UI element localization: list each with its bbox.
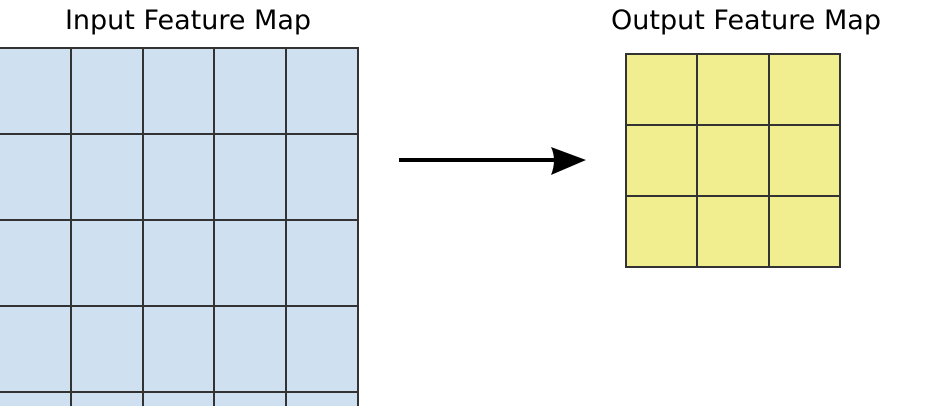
- input-cell: [287, 307, 357, 391]
- input-cell: [215, 307, 286, 391]
- input-cell: [0, 221, 70, 305]
- input-cell: [0, 135, 70, 219]
- input-cell: [0, 49, 70, 133]
- input-feature-map-title: Input Feature Map: [64, 5, 312, 36]
- output-cell: [769, 126, 839, 195]
- input-cell: [287, 393, 357, 406]
- input-cell: [215, 135, 286, 219]
- output-cell: [627, 55, 697, 124]
- output-cell: [698, 197, 768, 266]
- output-cell: [627, 197, 697, 266]
- input-cell: [287, 221, 357, 305]
- output-cell: [769, 197, 839, 266]
- output-cell: [769, 55, 839, 124]
- input-cell: [143, 393, 214, 406]
- output-feature-map-grid: [625, 53, 841, 268]
- output-cell: [698, 126, 768, 195]
- output-feature-map-title: Output Feature Map: [611, 5, 881, 36]
- input-cell: [143, 221, 214, 305]
- output-cell: [698, 55, 768, 124]
- input-cell: [215, 393, 286, 406]
- input-feature-map-grid: [0, 47, 359, 406]
- input-cell: [143, 49, 214, 133]
- input-cell: [71, 135, 142, 219]
- input-cell: [71, 49, 142, 133]
- input-cell: [143, 135, 214, 219]
- transformation-arrow-icon: [399, 147, 586, 175]
- input-cell: [287, 135, 357, 219]
- output-cell: [627, 126, 697, 195]
- input-cell: [215, 49, 286, 133]
- input-cell: [0, 393, 70, 406]
- input-cell: [0, 307, 70, 391]
- arrow-head: [551, 147, 586, 175]
- input-cell: [143, 307, 214, 391]
- input-cell: [71, 307, 142, 391]
- input-cell: [71, 393, 142, 406]
- input-cell: [215, 221, 286, 305]
- input-cell: [287, 49, 357, 133]
- input-cell: [71, 221, 142, 305]
